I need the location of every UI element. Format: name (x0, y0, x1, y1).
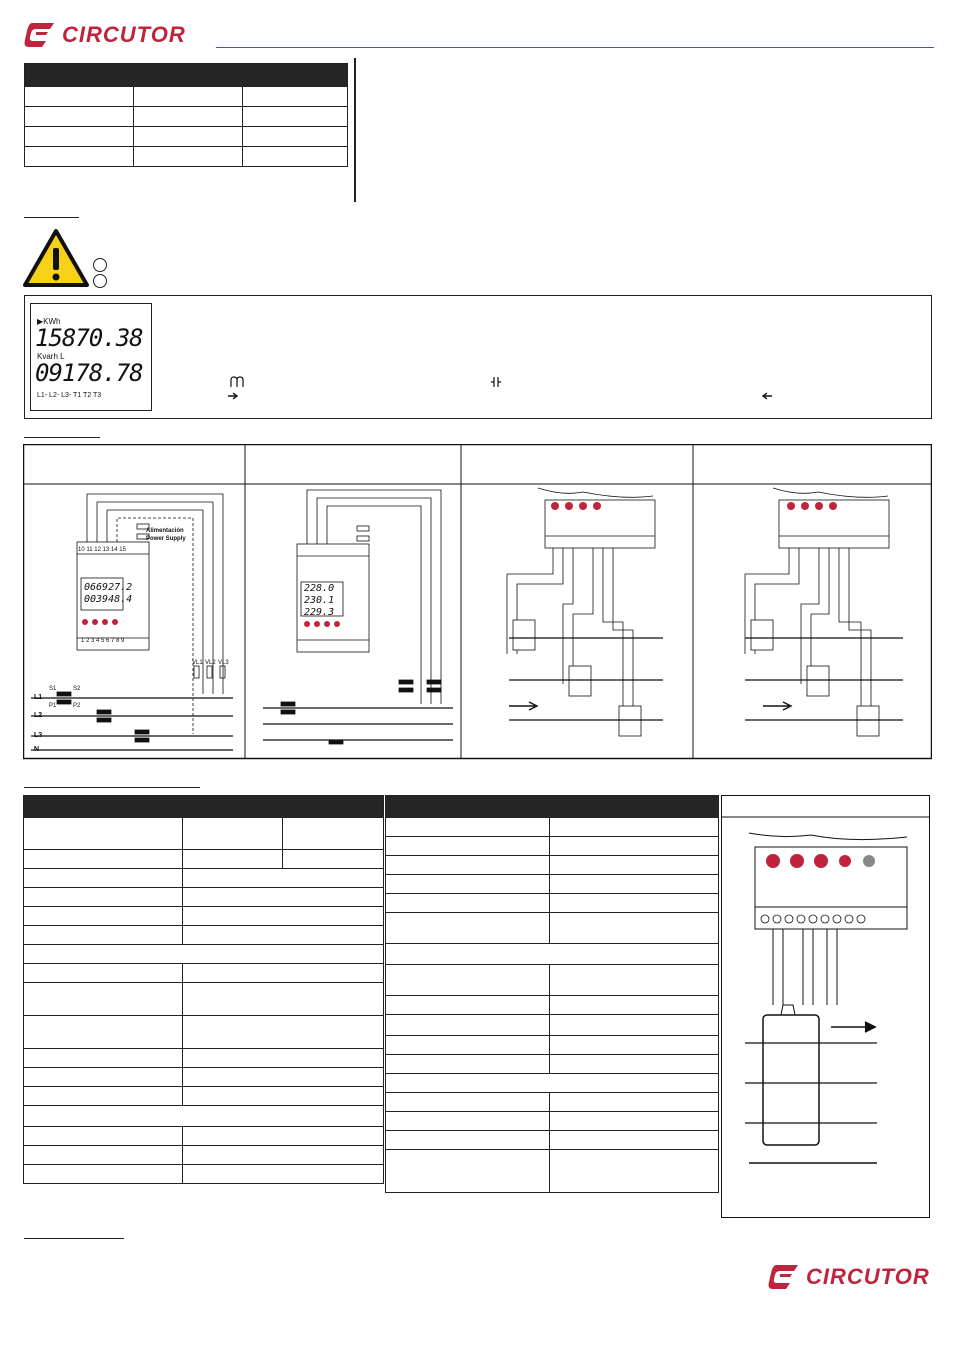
import-arrow-icon (761, 392, 772, 400)
phase-l1-label: L1 (34, 694, 43, 701)
circutor-logo-icon (768, 1265, 798, 1289)
phase-l3-label: L3 (34, 732, 43, 739)
section-underline-2 (24, 437, 100, 438)
vl1-label: VL1 (192, 660, 203, 666)
column-divider (354, 58, 356, 202)
lcd-value-kwh: 15870.38 (35, 324, 144, 352)
ct-installation-diagram (721, 795, 930, 1218)
lcd-value-kvarh: 09178.78 (35, 359, 144, 387)
connection-diagrams (23, 444, 932, 760)
header-rule (216, 47, 934, 48)
diagram-three-phase-4wire (31, 493, 233, 751)
phase-l2-label: L2 (34, 712, 43, 719)
lcd-display: ▶KWh 15870.38 Kvarh L 09178.78 L1- L2- L… (30, 303, 152, 411)
header-logo: CIRCUTOR (24, 20, 186, 50)
power-supply-label-en: Power Supply (146, 536, 186, 542)
power-supply-label-es: Alimentación (146, 528, 184, 534)
lcd-description-box (24, 295, 932, 419)
language-circle-2 (93, 274, 107, 288)
p1-label: P1 (49, 703, 57, 709)
circutor-logo-icon (24, 23, 54, 47)
footer-logo: CIRCUTOR (768, 1262, 930, 1292)
s2-label: S2 (73, 686, 81, 692)
neutral-label: N (34, 746, 40, 753)
lcd-unit-kvarh: Kvarh L (37, 352, 65, 361)
top-spec-table (24, 63, 348, 167)
inductive-symbol-icon (230, 376, 244, 387)
technical-table-left (23, 795, 384, 1184)
terminal-row-bottom: 1 2 3 4 5 6 7 8 9 (81, 638, 125, 644)
meter-reading-1: 066927.2 (84, 582, 133, 593)
diagram-single-phase (263, 489, 453, 745)
brand-name-footer: CIRCUTOR (806, 1264, 930, 1289)
terminal-row-top: 10 11 12 13 14 15 (78, 547, 126, 553)
brand-name: CIRCUTOR (62, 22, 186, 47)
section-underline-1 (24, 217, 79, 218)
vl2-label: VL2 (205, 660, 216, 666)
export-arrow-icon (228, 392, 239, 400)
technical-table-right (385, 795, 719, 1193)
warning-triangle-icon (23, 229, 89, 287)
meter-reading-2: 003948.4 (84, 594, 133, 605)
lcd-indicators: L1- L2- L3- T1 T2 T3 (37, 392, 102, 399)
lcd-unit-kwh: ▶KWh (37, 317, 61, 326)
section-underline-3 (24, 787, 200, 788)
p2-label: P2 (73, 703, 81, 709)
section-underline-4 (24, 1238, 124, 1239)
meter-voltage-2: 230.1 (304, 595, 335, 606)
diagram-ct-three (506, 487, 663, 737)
capacitive-symbol-icon (491, 377, 501, 387)
vl3-label: VL3 (218, 660, 229, 666)
meter-voltage-3: 229.3 (304, 607, 335, 618)
language-circle-1 (93, 258, 107, 272)
diagram-ct-two (744, 487, 903, 737)
s1-label: S1 (49, 686, 57, 692)
meter-voltage-1: 228.0 (304, 583, 335, 594)
